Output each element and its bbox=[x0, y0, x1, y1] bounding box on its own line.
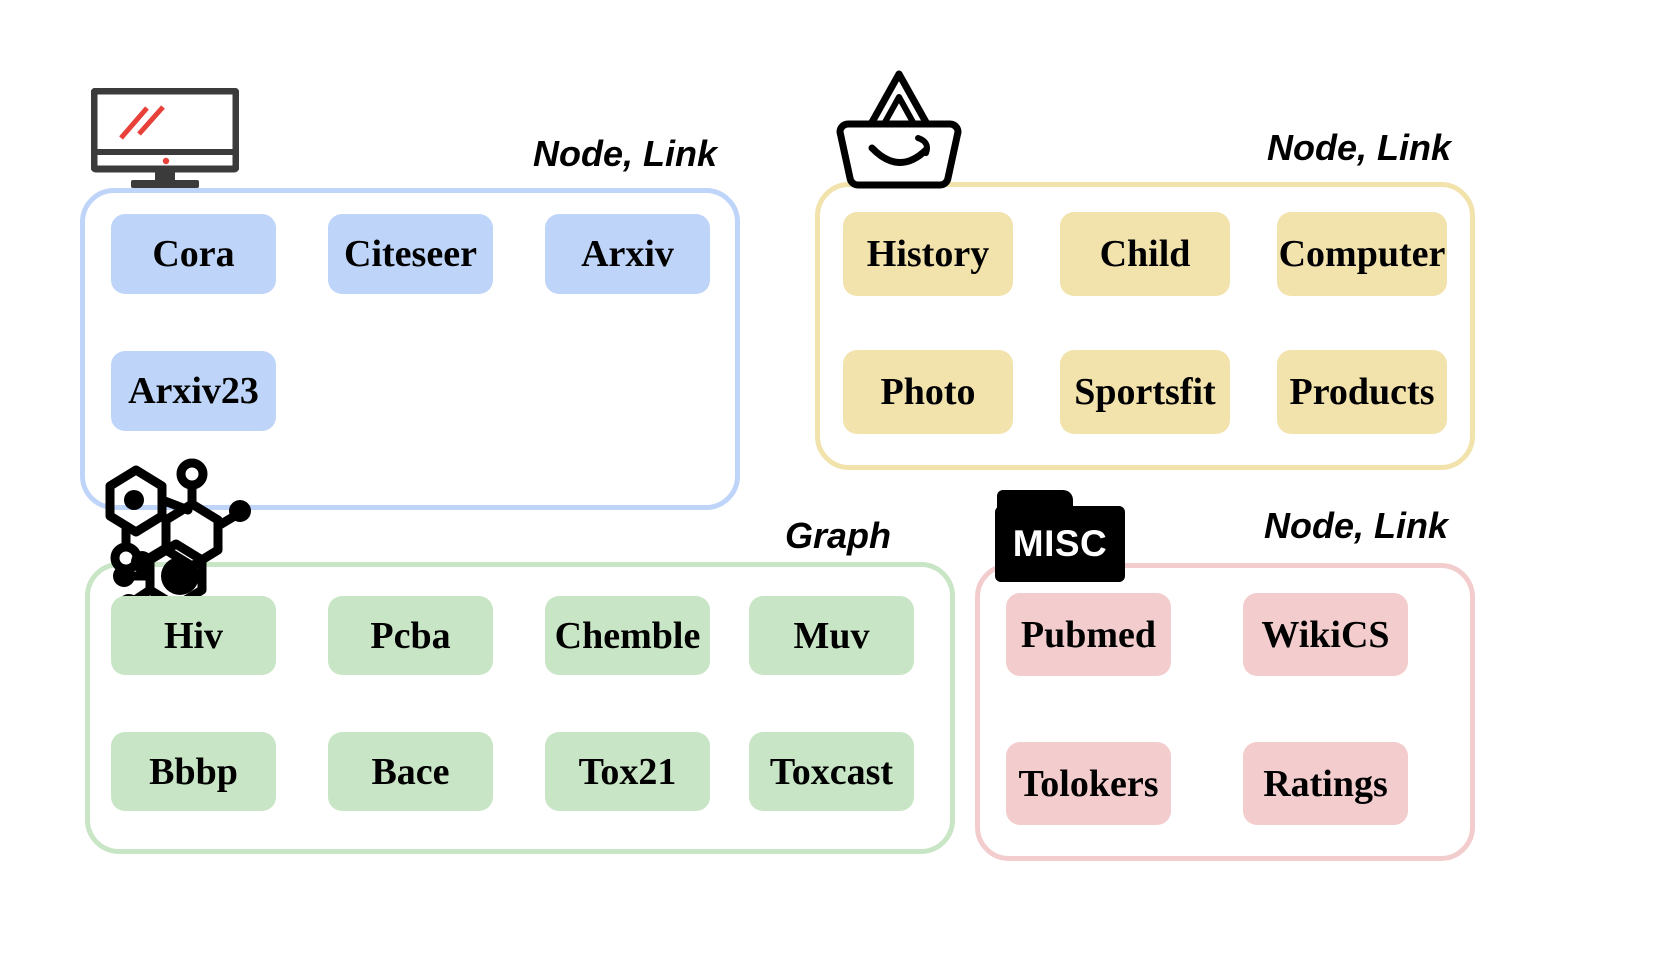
task-label-molecule: Graph bbox=[785, 515, 892, 556]
dataset-chip-photo[interactable]: Photo bbox=[843, 350, 1013, 434]
misc-folder-label: MISC bbox=[1012, 523, 1108, 564]
misc-folder-icon: MISC bbox=[995, 490, 1125, 582]
dataset-chip-toxcast[interactable]: Toxcast bbox=[749, 732, 914, 811]
dataset-chip-bbbp[interactable]: Bbbp bbox=[111, 732, 276, 811]
dataset-chip-tox21[interactable]: Tox21 bbox=[545, 732, 710, 811]
dataset-chip-arxiv[interactable]: Arxiv bbox=[545, 214, 710, 294]
group-misc-container bbox=[975, 563, 1475, 861]
dataset-chip-ratings[interactable]: Ratings bbox=[1243, 742, 1408, 825]
task-label-ecommerce: Node, Link bbox=[1267, 127, 1452, 168]
dataset-chip-citeseer[interactable]: Citeseer bbox=[328, 214, 493, 294]
dataset-chip-arxiv23[interactable]: Arxiv23 bbox=[111, 351, 276, 431]
group-molecule-container bbox=[85, 562, 955, 854]
dataset-chip-wikics[interactable]: WikiCS bbox=[1243, 593, 1408, 676]
dataset-chip-products[interactable]: Products bbox=[1277, 350, 1447, 434]
dataset-chip-hiv[interactable]: Hiv bbox=[111, 596, 276, 675]
folder-tab bbox=[997, 490, 1073, 510]
folder-body bbox=[995, 506, 1125, 582]
monitor-icon bbox=[91, 88, 239, 188]
task-label-academic: Node, Link bbox=[533, 133, 718, 174]
group-academic-container bbox=[80, 188, 740, 510]
dataset-chip-child[interactable]: Child bbox=[1060, 212, 1230, 296]
group-ecommerce-container bbox=[815, 182, 1475, 470]
dataset-chip-pcba[interactable]: Pcba bbox=[328, 596, 493, 675]
molecule-icon bbox=[88, 448, 253, 620]
task-label-misc: Node, Link bbox=[1264, 505, 1449, 546]
dataset-chip-bace[interactable]: Bace bbox=[328, 732, 493, 811]
dataset-chip-pubmed[interactable]: Pubmed bbox=[1006, 593, 1171, 676]
dataset-chip-muv[interactable]: Muv bbox=[749, 596, 914, 675]
dataset-chip-chemble[interactable]: Chemble bbox=[545, 596, 710, 675]
dataset-chip-tolokers[interactable]: Tolokers bbox=[1006, 742, 1171, 825]
dataset-chip-history[interactable]: History bbox=[843, 212, 1013, 296]
dataset-chip-computer[interactable]: Computer bbox=[1277, 212, 1447, 296]
shopping-bag-icon bbox=[824, 60, 974, 192]
dataset-chip-cora[interactable]: Cora bbox=[111, 214, 276, 294]
dataset-chip-sportsfit[interactable]: Sportsfit bbox=[1060, 350, 1230, 434]
